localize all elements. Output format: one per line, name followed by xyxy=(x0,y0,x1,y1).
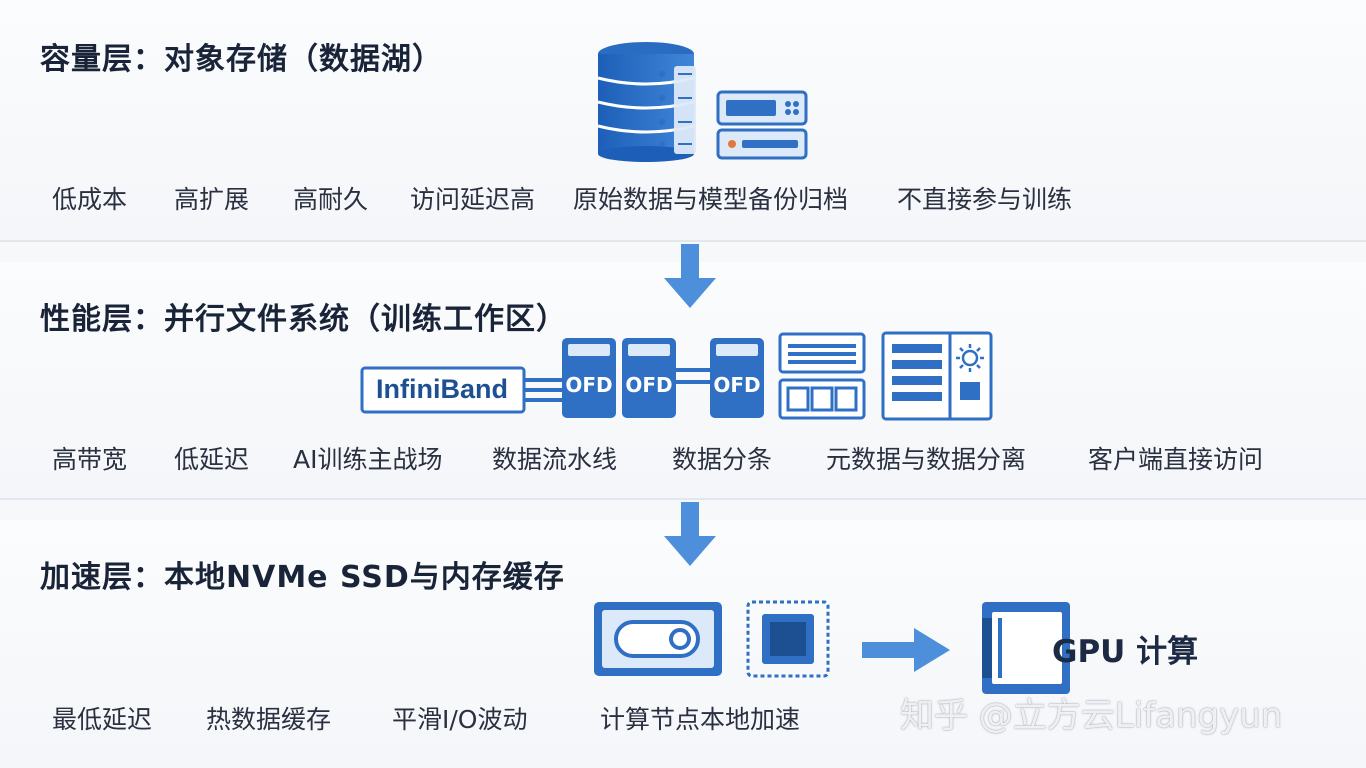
memory-chip-icon xyxy=(746,600,830,678)
watermark: 知乎 @立方云Lifangyun xyxy=(900,696,1283,736)
layer-divider xyxy=(0,240,1366,242)
feature-label: 计算节点本地加速 xyxy=(600,705,801,734)
feature-label: AI训练主战场 xyxy=(293,445,443,474)
feature-label: 高耐久 xyxy=(293,185,369,214)
feature-label: 客户端直接访问 xyxy=(1088,445,1264,474)
feature-label: 低成本 xyxy=(52,185,128,214)
feature-label: 最低延迟 xyxy=(52,705,153,734)
gpu-compute-label: GPU 计算 xyxy=(1052,634,1199,670)
infiniband-label: InfiniBand xyxy=(376,374,508,404)
feature-label: 不直接参与训练 xyxy=(897,185,1073,214)
feature-label: 数据流水线 xyxy=(492,445,618,474)
nvme-ssd-icon xyxy=(594,602,722,676)
performance-layer-title: 性能层：并行文件系统（训练工作区） xyxy=(40,302,567,337)
right-arrow-icon xyxy=(862,628,950,672)
feature-label: 访问延迟高 xyxy=(410,185,536,214)
feature-label: 元数据与数据分离 xyxy=(826,445,1027,474)
down-arrow-icon xyxy=(664,502,716,566)
osd-label: OFD xyxy=(713,373,760,397)
feature-label: 原始数据与模型备份归档 xyxy=(573,185,849,214)
metadata-server-icon xyxy=(778,332,866,420)
capacity-layer-title: 容量层：对象存储（数据湖） xyxy=(40,42,443,77)
acceleration-layer-title: 加速层：本地NVMe SSD与内存缓存 xyxy=(40,560,565,595)
feature-label: 数据分条 xyxy=(672,445,773,474)
infiniband-link-icon xyxy=(360,366,566,414)
client-server-icon xyxy=(881,331,993,421)
storage-node-icon: OFD OFD OFD xyxy=(562,338,764,418)
feature-label: 高带宽 xyxy=(52,445,128,474)
feature-label: 低延迟 xyxy=(174,445,250,474)
feature-label: 热数据缓存 xyxy=(206,705,332,734)
osd-label: OFD xyxy=(565,373,612,397)
rack-server-icon xyxy=(716,90,808,160)
down-arrow-icon xyxy=(664,244,716,308)
feature-label: 高扩展 xyxy=(174,185,250,214)
feature-label: 平滑I/O波动 xyxy=(392,705,528,734)
layer-divider xyxy=(0,498,1366,500)
database-server-icon xyxy=(597,42,696,162)
gpu-card-icon xyxy=(982,602,1070,694)
osd-label: OFD xyxy=(625,373,672,397)
